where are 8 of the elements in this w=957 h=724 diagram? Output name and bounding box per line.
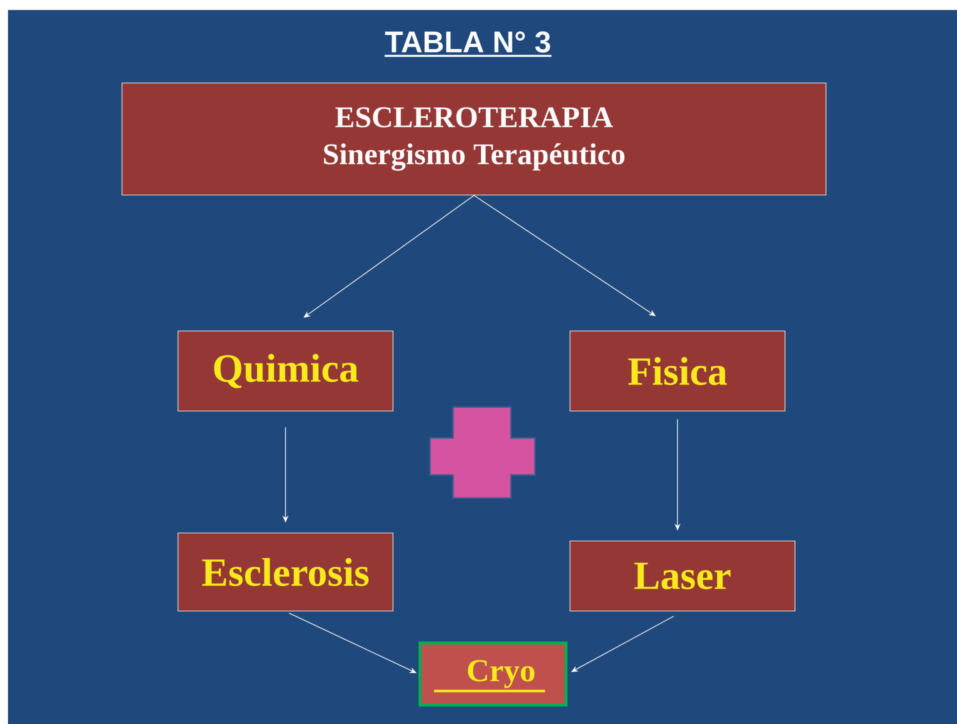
plus-sign bbox=[429, 406, 536, 499]
process-box: Laser bbox=[570, 540, 796, 612]
process-box: Fisica bbox=[570, 330, 786, 412]
title: TABLA N° 3 bbox=[385, 31, 550, 53]
title-box: ESCLEROTERAPIA Sinergismo Terapéutico bbox=[122, 82, 826, 196]
process-box: Esclerosis bbox=[178, 532, 394, 612]
process-box: Quimica bbox=[178, 330, 394, 412]
result-box: Cryo bbox=[418, 642, 568, 706]
